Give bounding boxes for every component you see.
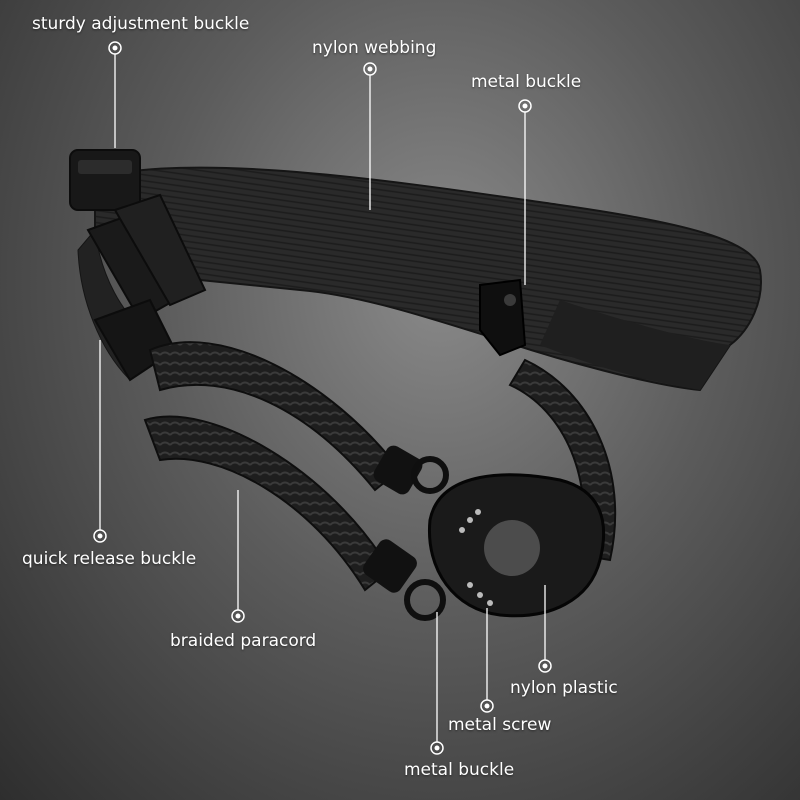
marker-metal-buckle-top — [518, 99, 532, 113]
marker-braided-paracord — [231, 609, 245, 623]
marker-metal-screw — [480, 699, 494, 713]
label-metal-screw: metal screw — [448, 715, 552, 735]
marker-adjustment-buckle — [108, 41, 122, 55]
marker-nylon-webbing — [363, 62, 377, 76]
adjustment-buckle — [69, 149, 141, 211]
callout-lines — [99, 54, 546, 742]
label-metal-buckle-bottom: metal buckle — [404, 760, 515, 780]
label-quick-release-buckle: quick release buckle — [22, 549, 197, 569]
marker-nylon-plastic — [538, 659, 552, 673]
metal-hub — [404, 456, 606, 621]
label-adjustment-buckle: sturdy adjustment buckle — [32, 14, 250, 34]
marker-quick-release-buckle — [93, 529, 107, 543]
label-nylon-plastic: nylon plastic — [510, 678, 618, 698]
callout-markers — [93, 41, 552, 755]
label-nylon-webbing: nylon webbing — [312, 38, 437, 58]
label-metal-buckle-top: metal buckle — [471, 72, 582, 92]
marker-metal-buckle-bottom — [430, 741, 444, 755]
metal-buckle-hook — [479, 278, 527, 357]
label-braided-paracord: braided paracord — [170, 631, 317, 651]
